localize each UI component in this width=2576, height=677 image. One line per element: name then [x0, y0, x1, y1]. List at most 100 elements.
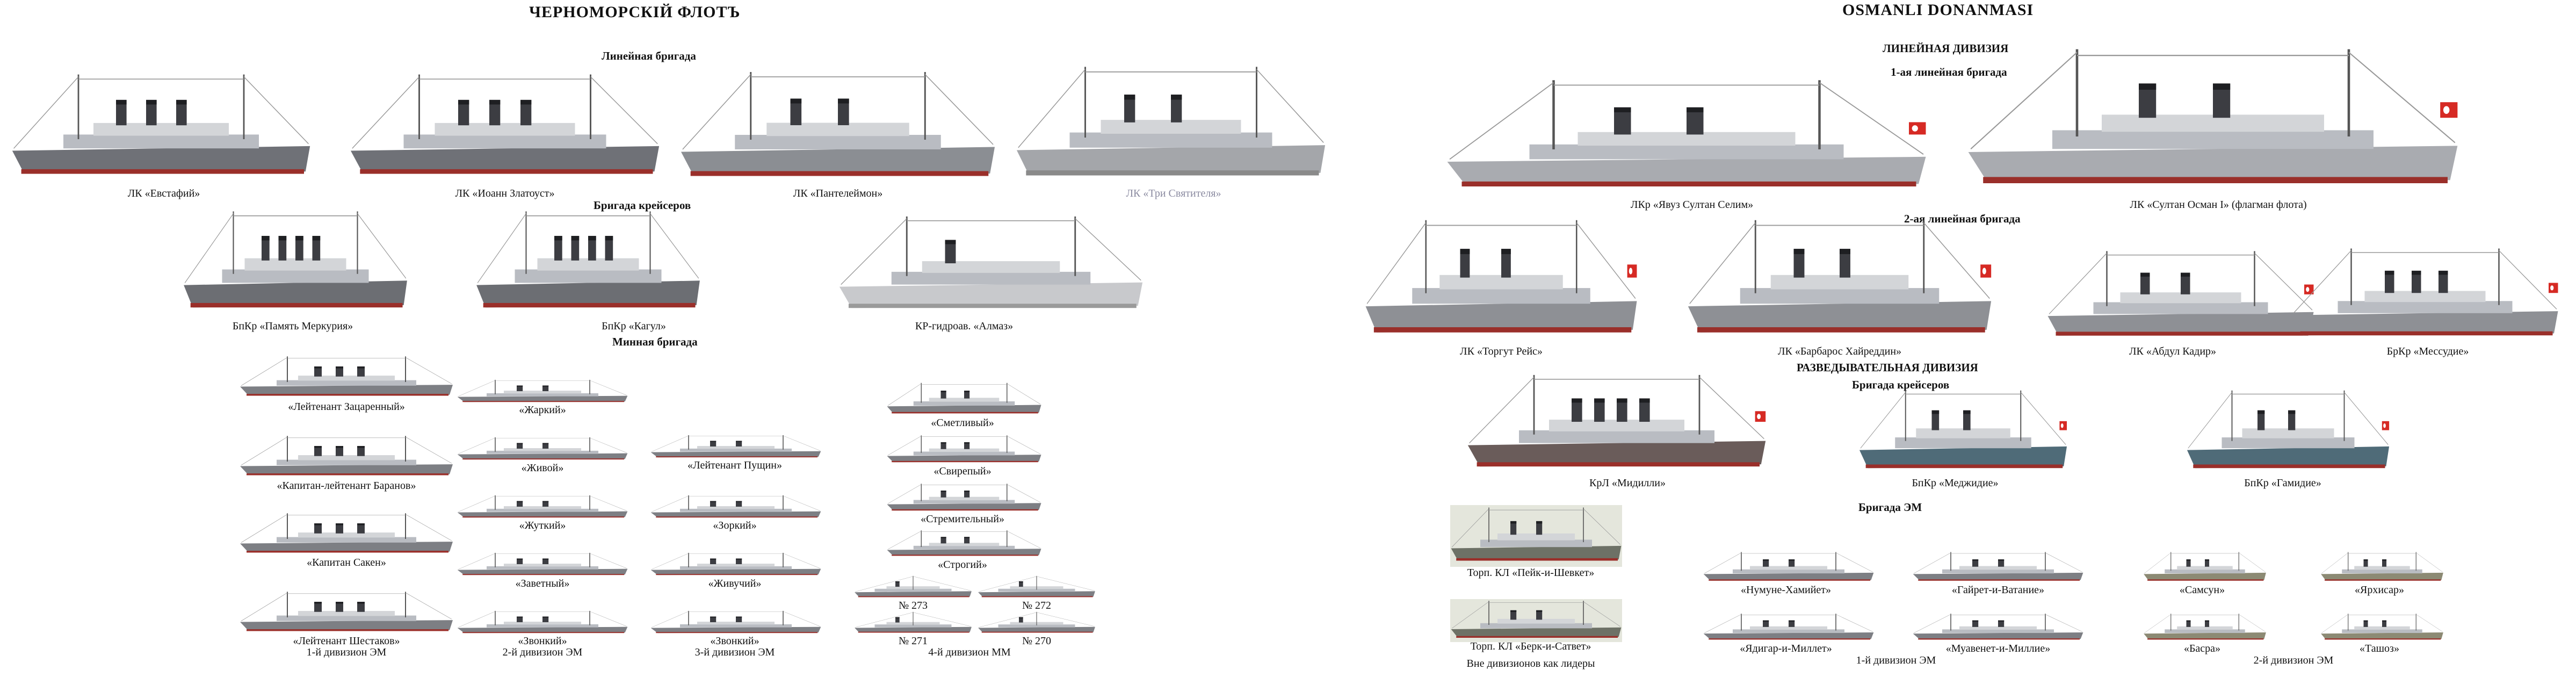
minesweeper-caption: № 272	[1022, 600, 1052, 611]
ottoman-capital-caption: ЛКр «Явуз Султан Селим»	[1630, 199, 1754, 211]
destroyer-caption: «Гайрет-и-Ватание»	[1951, 584, 2045, 596]
black-sea-battleship-caption: ЛК «Иоанн Златоуст»	[455, 188, 555, 199]
ship-illustration	[650, 552, 822, 578]
ship-illustration	[1364, 215, 1638, 345]
ship-illustration	[1450, 599, 1622, 642]
ottoman-line-division-header: ЛИНЕЙНАЯ ДИВИЗИЯ	[1883, 42, 2009, 55]
ship-illustration	[1858, 387, 2068, 477]
destroyer-caption: «Ярхисар»	[2354, 584, 2405, 596]
destroyer-caption: «Свирепый»	[934, 465, 992, 477]
ship-illustration	[2320, 613, 2444, 643]
ship-illustration	[1015, 62, 1327, 188]
destroyer-caption: «Зоркий»	[713, 520, 757, 531]
ship-illustration	[650, 610, 822, 636]
ottoman-battleship-caption: ЛК «Абдул Кадир»	[2129, 345, 2217, 357]
black-sea-battle-brigade-header: Линейная бригада	[602, 49, 696, 62]
minesweeper-caption: № 271	[898, 635, 928, 647]
ship-illustration	[11, 70, 312, 185]
destroyer-caption: «Заветный»	[515, 578, 570, 589]
ship-illustration	[239, 512, 454, 557]
ottoman-cruiser-caption: БпКр «Гамидие»	[2244, 477, 2321, 489]
destroyer-caption: «Жаркий»	[519, 404, 566, 416]
ship-illustration	[650, 434, 822, 460]
torpedo-gunboat-caption: Торп. КЛ «Берк-и-Сатвет»	[1470, 640, 1591, 652]
ship-illustration	[1450, 505, 1622, 567]
destroyer-caption: «Басра»	[2183, 643, 2221, 654]
ship-illustration	[978, 575, 1096, 600]
destroyer-caption: «Муавенет-и-Миллие»	[1945, 643, 2051, 654]
division-label: 1-й дивизион ЭМ	[306, 646, 387, 658]
ship-illustration	[1466, 371, 1767, 477]
destroyer-caption: «Лейтенант Шестаков»	[293, 635, 400, 647]
ship-illustration	[239, 355, 454, 400]
torpedo-gunboat-caption: Торп. КЛ «Пейк-и-Шевкет»	[1467, 567, 1595, 579]
destroyer-caption: «Стремительный»	[921, 513, 1004, 525]
destroyer-caption: «Нумуне-Хамийет»	[1740, 584, 1832, 596]
ottoman-battleship-caption: ЛК «Барбарос Хайреддин»	[1777, 345, 1902, 357]
destroyer-caption: «Звонкий»	[518, 635, 567, 647]
ship-illustration	[2143, 613, 2267, 643]
destroyer-caption: «Ташоз»	[2360, 643, 2399, 654]
ottoman-cruiser-caption: КрЛ «Мидилли»	[1589, 477, 1666, 489]
ship-illustration	[1703, 613, 1875, 643]
destroyer-caption: «Ядигар-и-Миллет»	[1740, 643, 1832, 654]
destroyer-caption: «Самсун»	[2179, 584, 2225, 596]
destroyer-caption: «Сметливый»	[931, 417, 994, 429]
destroyer-caption: «Звонкий»	[710, 635, 759, 647]
black-sea-battleship-caption: ЛК «Три Святителя»	[1126, 188, 1221, 199]
minesweeper-caption: № 273	[898, 600, 928, 611]
destroyer-caption: «Жуткий»	[519, 520, 566, 531]
ship-illustration	[886, 434, 1042, 465]
ship-illustration	[886, 381, 1042, 417]
black-sea-battleship-caption: ЛК «Пантелеймон»	[793, 188, 883, 199]
minesweeper-caption: № 270	[1022, 635, 1052, 647]
ship-illustration	[475, 207, 701, 319]
ottoman-recon-division-header: РАЗВЕДЫВАТЕЛЬНАЯ ДИВИЗИЯ	[1797, 361, 1978, 374]
ship-illustration	[1445, 75, 1928, 199]
ship-illustration	[457, 552, 628, 578]
black-sea-cruiser-brigade-header: Бригада крейсеров	[594, 199, 691, 212]
ship-illustration	[457, 436, 628, 462]
ship-illustration	[838, 212, 1144, 319]
destroyer-caption: «Живой»	[521, 462, 564, 474]
ship-illustration	[2291, 244, 2559, 345]
division-label: Вне дивизионов как лидеры	[1466, 658, 1595, 669]
ship-illustration	[886, 529, 1042, 559]
destroyer-caption: «Лейтенант Зацаренный»	[288, 401, 405, 413]
ottoman-fleet-title: OSMANLI DONANMASI	[1842, 1, 2034, 19]
ship-illustration	[349, 70, 661, 185]
destroyer-caption: «Строгий»	[938, 559, 987, 571]
ship-illustration	[1703, 551, 1875, 584]
ship-illustration	[2320, 551, 2444, 584]
black-sea-cruiser-caption: БпКр «Кагул»	[602, 320, 666, 332]
ship-illustration	[239, 434, 454, 480]
division-label: 2-й дивизион ЭМ	[2253, 654, 2334, 666]
destroyer-caption: «Капитан-лейтенант Баранов»	[277, 480, 416, 492]
ottoman-capital-caption: ЛК «Султан Осман I» (флагман флота)	[2130, 199, 2307, 211]
ship-illustration	[2143, 551, 2267, 584]
ottoman-first-brigade-header: 1-ая линейная бригада	[1891, 66, 2007, 78]
ottoman-battleship-caption: БрКр «Мессудие»	[2386, 345, 2469, 357]
ottoman-cruiser-brigade-header: Бригада крейсеров	[1852, 378, 1950, 391]
ship-illustration	[854, 611, 972, 635]
ship-illustration	[457, 379, 628, 405]
black-sea-cruiser-caption: БпКр «Память Меркурия»	[232, 320, 353, 332]
ship-illustration	[978, 611, 1096, 635]
division-label: 1-й дивизион ЭМ	[1856, 654, 1936, 666]
ship-illustration	[2046, 247, 2315, 345]
ship-illustration	[1912, 551, 2084, 584]
ottoman-em-brigade-header: Бригада ЭМ	[1858, 501, 1922, 514]
ship-illustration	[2186, 387, 2390, 477]
destroyer-caption: «Лейтенант Пущин»	[688, 459, 782, 471]
ship-illustration	[650, 494, 822, 520]
ship-illustration	[1912, 613, 2084, 643]
ship-illustration	[1687, 215, 1993, 345]
ship-illustration	[457, 494, 628, 520]
black-sea-mine-brigade-header: Минная бригада	[612, 335, 698, 348]
black-sea-cruiser-caption: КР-гидроав. «Алмаз»	[915, 320, 1014, 332]
ottoman-battleship-caption: ЛК «Торгут Рейс»	[1460, 345, 1543, 357]
division-label: 2-й дивизион ЭМ	[502, 646, 583, 658]
destroyer-caption: «Капитан Сакен»	[307, 557, 386, 568]
ship-illustration	[679, 67, 996, 188]
ship-illustration	[239, 590, 454, 636]
